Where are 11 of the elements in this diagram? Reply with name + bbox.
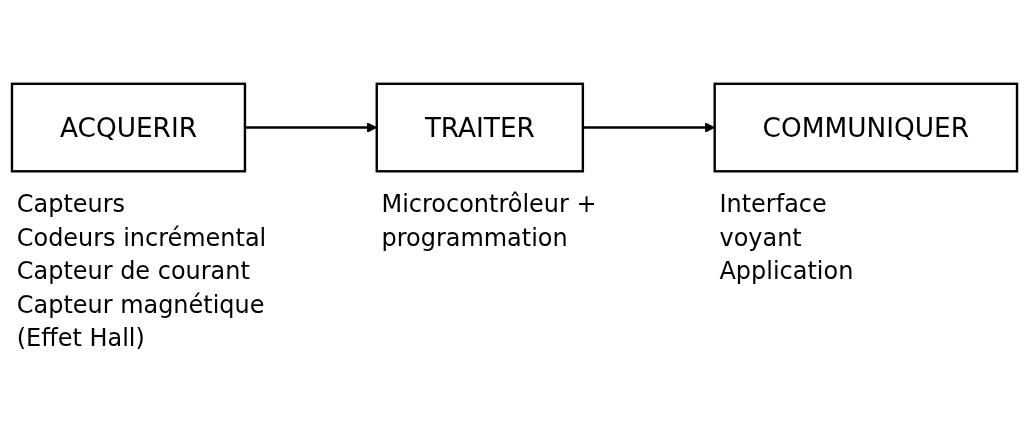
note-text: Application xyxy=(719,257,854,286)
node-box: ACQUERIR xyxy=(10,82,247,173)
note-text: Codeurs incrémental xyxy=(16,223,267,252)
note-text: voyant xyxy=(719,223,802,252)
note-text: Capteurs xyxy=(16,190,126,218)
note-text: Capteur magnétique (Effet Hall) xyxy=(16,290,265,353)
node-box: COMMUNIQUER xyxy=(713,82,1019,173)
note-text: Microcontrôleur + programmation xyxy=(381,190,597,252)
node-box: TRAITER xyxy=(375,82,585,173)
note-text: Interface xyxy=(719,190,827,218)
note-text: Capteur de courant xyxy=(16,257,250,286)
